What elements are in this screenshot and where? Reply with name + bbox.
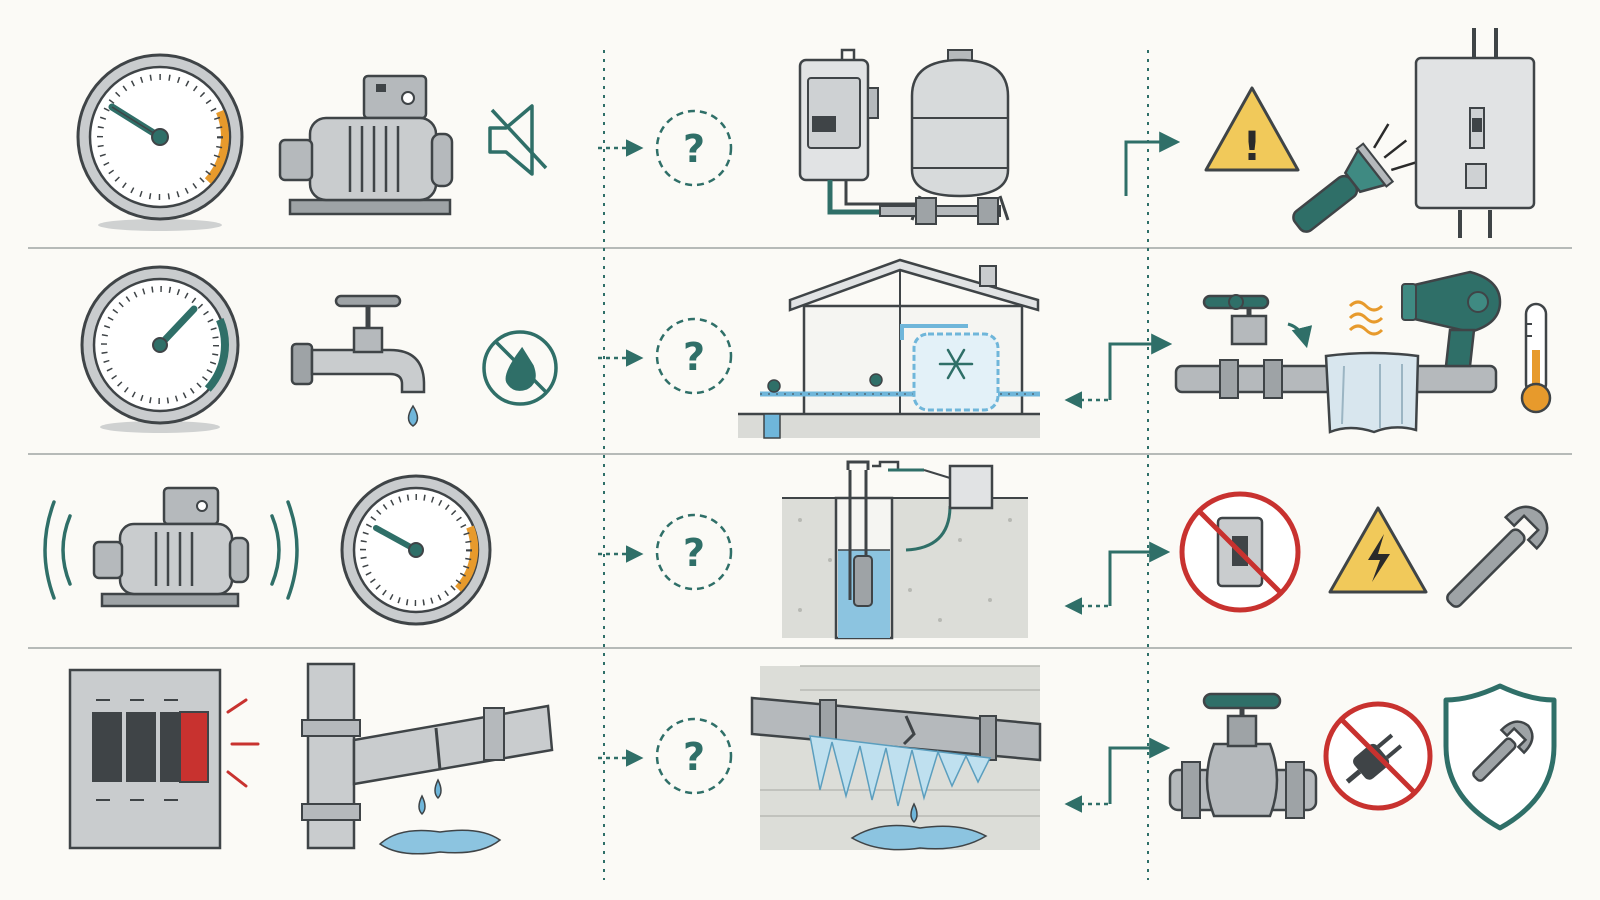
warning-triangle-icon: ! — [1204, 86, 1300, 172]
flashlight-icon — [1292, 123, 1419, 233]
hair-dryer-icon — [1348, 270, 1502, 368]
pressure-gauge-icon — [80, 265, 240, 433]
no-water-icon — [482, 330, 558, 406]
no-switch-icon — [1179, 491, 1301, 613]
arrow-to-action — [1108, 737, 1171, 804]
mute-icon — [488, 104, 548, 176]
pressure-tank-icon — [879, 49, 1010, 225]
shield-wrench-icon — [1443, 683, 1557, 831]
house-frozen-pipe-icon — [738, 258, 1040, 439]
unknown-cause-label: ? — [683, 335, 705, 379]
unknown-cause-icon: ? — [655, 513, 733, 591]
svg-text:!: ! — [1243, 124, 1261, 170]
unknown-cause-label: ? — [683, 735, 705, 779]
pump-motor-icon — [278, 74, 454, 216]
towel-icon — [1324, 351, 1420, 434]
thermometer-icon — [1520, 302, 1552, 414]
wrench-icon — [1446, 505, 1549, 608]
burst-frozen-pipe-icon — [750, 665, 1042, 851]
no-plug-icon — [1323, 701, 1433, 811]
unknown-cause-icon: ? — [655, 109, 733, 187]
row-1: ? ! — [76, 28, 1536, 238]
vibrating-pump-icon — [43, 486, 299, 608]
pressure-switch-icon — [798, 48, 930, 215]
row-4: ? — [68, 662, 1557, 855]
column-dividers — [603, 50, 1149, 880]
pressure-gauge-low-icon — [76, 53, 244, 231]
arrow-to-action — [1124, 131, 1181, 196]
control-box-icon — [923, 464, 994, 510]
faucet-drip-icon — [290, 294, 426, 427]
shutoff-valve-icon — [1168, 692, 1318, 819]
breaker-panel-tripped-icon — [68, 668, 260, 850]
electrical-panel-icon — [1414, 28, 1536, 238]
arrow-to-action — [1108, 333, 1173, 400]
high-voltage-icon — [1328, 506, 1428, 594]
unknown-cause-label: ? — [683, 531, 705, 575]
unknown-cause-icon: ? — [655, 317, 733, 395]
pressure-gauge-low-icon — [340, 474, 492, 626]
unknown-cause-label: ? — [683, 127, 705, 171]
row-3: ? — [43, 460, 1549, 640]
grid-lines — [28, 247, 1572, 649]
leaking-pipe-icon — [301, 662, 554, 855]
arrow-to-action — [1108, 541, 1171, 606]
unknown-cause-icon: ? — [655, 717, 733, 795]
snowflake-icon — [938, 348, 974, 380]
row-2: ? — [80, 258, 1552, 439]
